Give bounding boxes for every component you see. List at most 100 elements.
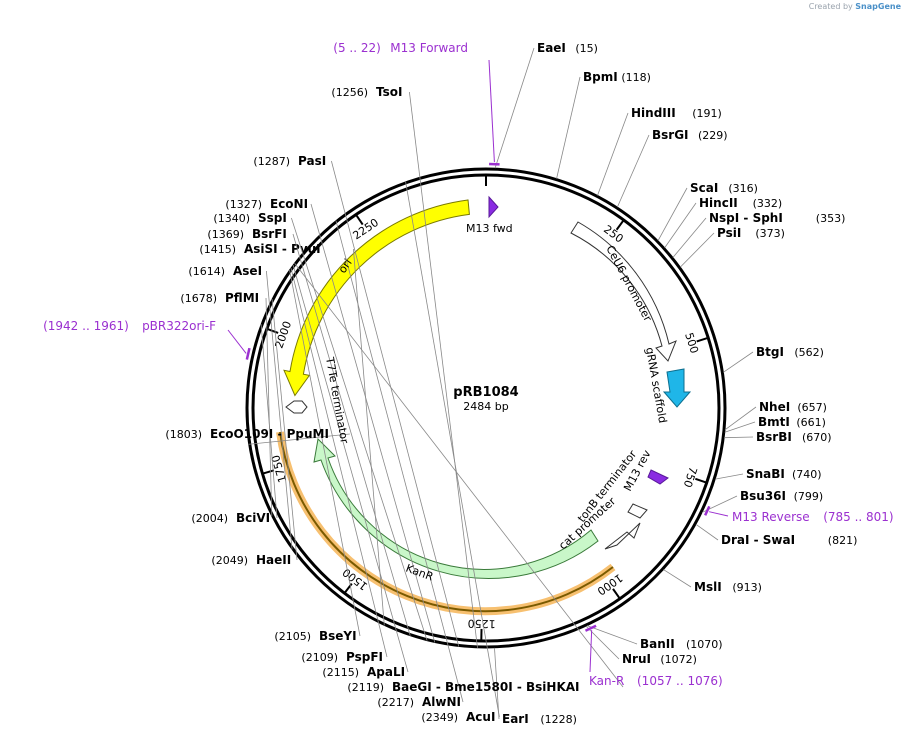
site-pos-drai: (821) xyxy=(828,534,858,547)
site-name-eaei: EaeI xyxy=(537,41,566,55)
feature-label-ceu6: CeU6 promoter xyxy=(603,243,654,324)
site-baegi[interactable]: BaeGI - Bme1580I - BsiHKAI(2119) xyxy=(294,262,624,694)
primer-m13rev-primer[interactable]: M13 Reverse(785 .. 801) xyxy=(704,505,894,524)
site-nrui[interactable]: NruI(1072) xyxy=(585,625,697,666)
site-name-snabi: SnaBI xyxy=(746,467,785,481)
site-ecoNI[interactable]: EcoNI(1327) xyxy=(225,197,436,643)
site-name-nspi: NspI - SphI xyxy=(709,211,783,225)
feature-tonb-terminator[interactable] xyxy=(627,503,648,519)
tick-label-1250: 1250 xyxy=(468,617,496,631)
site-bmti[interactable]: BmtI(661) xyxy=(724,415,826,433)
site-leader-haeii xyxy=(271,299,298,561)
site-name-haeii: HaeII xyxy=(256,553,291,567)
site-pos-bpmi: (118) xyxy=(621,71,651,84)
feature-ceu6-promoter[interactable] xyxy=(570,221,677,362)
site-eaei[interactable]: EaeI(15) xyxy=(494,41,598,169)
site-pos-pasi: (1287) xyxy=(253,155,290,168)
site-name-bsrfi: BsrFI xyxy=(252,227,287,241)
site-pos-alwni: (2217) xyxy=(377,696,414,709)
site-name-drai: DraI - SwaI xyxy=(721,533,795,547)
primer-leader-pbr-primer xyxy=(227,329,247,354)
site-drai[interactable]: DraI - SwaI (821) xyxy=(695,523,858,547)
tick-mark-2000 xyxy=(266,327,279,334)
site-leader-asisi xyxy=(353,248,385,626)
site-bsrgi[interactable]: BsrGI(229) xyxy=(617,128,728,208)
primer-range-pbr-primer: (1942 .. 1961) xyxy=(43,319,129,333)
site-pos-haeii: (2049) xyxy=(211,554,248,567)
site-apali[interactable]: ApaLI(2115) xyxy=(292,265,409,679)
site-alwni[interactable]: AlwNI(2217) xyxy=(335,220,464,709)
primer-kanr-primer[interactable]: Kan-R(1057 .. 1076) xyxy=(584,624,723,688)
site-bpmi[interactable]: BpmI(118) xyxy=(556,70,651,179)
site-name-nhei: NheI xyxy=(759,400,790,414)
site-name-bsrbi: BsrBI xyxy=(756,430,792,444)
site-asei[interactable]: AseI(1614) xyxy=(188,264,293,550)
tick-mark-250 xyxy=(615,219,625,231)
site-bsrbi[interactable]: BsrBI(670) xyxy=(724,430,832,444)
site-pos-bcivi: (2004) xyxy=(191,512,228,525)
site-leader-msli xyxy=(663,569,692,588)
primer-name-m13fwd-primer: M13 Forward xyxy=(390,41,468,55)
site-pos-nhei: (657) xyxy=(797,401,827,414)
primer-range-m13rev-primer: (785 .. 801) xyxy=(823,510,893,524)
site-name-sspi: SspI xyxy=(258,211,287,225)
site-bsrfi[interactable]: BsrFI (1369) xyxy=(207,227,411,636)
feature-grna-scaffold[interactable] xyxy=(662,368,692,408)
site-pos-acui: (2349) xyxy=(421,711,458,724)
site-pos-hincii: (332) xyxy=(753,197,783,210)
site-banii[interactable]: BanII(1070) xyxy=(587,625,723,651)
site-hindiii[interactable]: HindIII(191) xyxy=(597,106,722,196)
site-asisi[interactable]: AsiSI - PvuI(1415) xyxy=(199,242,385,626)
primer-m13fwd-primer[interactable]: M13 Forward(5 .. 22) xyxy=(333,41,500,166)
site-leader-bpmi xyxy=(556,76,581,179)
site-psii[interactable]: PsiI(373) xyxy=(680,226,785,268)
site-name-ecoNI: EcoNI xyxy=(270,197,308,211)
primer-pbr-primer[interactable]: pBR322ori-F (1942 .. 1961) xyxy=(43,319,251,360)
site-sspi[interactable]: SspI(1340) xyxy=(213,211,428,641)
tick-mark-1750 xyxy=(262,469,275,475)
site-scai[interactable]: ScaI (316) xyxy=(657,181,758,241)
site-name-banii: BanII xyxy=(640,637,675,651)
site-leader-acui xyxy=(405,181,500,718)
feature-kanr[interactable] xyxy=(313,437,599,579)
site-haeii[interactable]: HaeII (2049) xyxy=(211,299,298,567)
site-bsu36i[interactable]: Bsu36I(799) xyxy=(701,489,823,513)
site-btgi[interactable]: BtgI(562) xyxy=(723,345,824,373)
site-name-btgi: BtgI xyxy=(756,345,784,359)
site-pspfi[interactable]: PspFI(2109) xyxy=(290,268,388,664)
site-tsoi[interactable]: TsoI(1256) xyxy=(331,85,478,648)
feature-t7te-terminator[interactable] xyxy=(285,400,308,414)
site-nhei[interactable]: NheI (657) xyxy=(724,400,827,431)
site-leader-pspfi xyxy=(290,268,388,658)
site-msli[interactable]: MslI(913) xyxy=(663,569,762,594)
feature-cat-promoter[interactable] xyxy=(604,522,641,550)
site-leader-sspi xyxy=(291,217,428,641)
tick-label-500: 500 xyxy=(682,331,701,355)
site-name-bsu36i: Bsu36I xyxy=(740,489,786,503)
site-leader-hindiii xyxy=(597,112,629,196)
site-pos-scai: (316) xyxy=(728,182,758,195)
primer-leader-kanr-primer xyxy=(589,630,593,673)
site-bcivi[interactable]: BciVI(2004) xyxy=(191,324,278,525)
feature-m13-rev[interactable] xyxy=(647,469,669,485)
site-name-scai: ScaI xyxy=(690,181,718,195)
site-nspi[interactable]: NspI - SphI(353) xyxy=(672,211,845,258)
site-leader-baegi xyxy=(294,262,624,688)
backbone-outer xyxy=(245,167,727,649)
site-snabi[interactable]: SnaBI(740) xyxy=(715,467,822,481)
site-pflmi[interactable]: PflMI(1678) xyxy=(180,291,273,517)
site-bseyi[interactable]: BseYI(2105) xyxy=(274,270,361,643)
site-pasi[interactable]: PasI(1287) xyxy=(253,154,460,647)
feature-m13-fwd[interactable] xyxy=(488,195,499,219)
site-acui[interactable]: AcuI(2349) xyxy=(405,181,500,724)
site-eari[interactable]: EarI(1228) xyxy=(494,647,577,726)
primer-leader-m13fwd-primer xyxy=(488,59,495,163)
site-leader-nspi xyxy=(672,217,707,258)
site-ecoo109i[interactable]: EcoO109I - PpuMI(1803) xyxy=(165,427,350,445)
site-leader-bsrfi xyxy=(292,233,411,636)
primer-name-pbr-primer: pBR322ori-F xyxy=(142,319,216,333)
site-name-nrui: NruI xyxy=(622,652,651,666)
site-pos-bsrfi: (1369) xyxy=(207,228,244,241)
site-hincii[interactable]: HincII(332) xyxy=(664,196,783,248)
